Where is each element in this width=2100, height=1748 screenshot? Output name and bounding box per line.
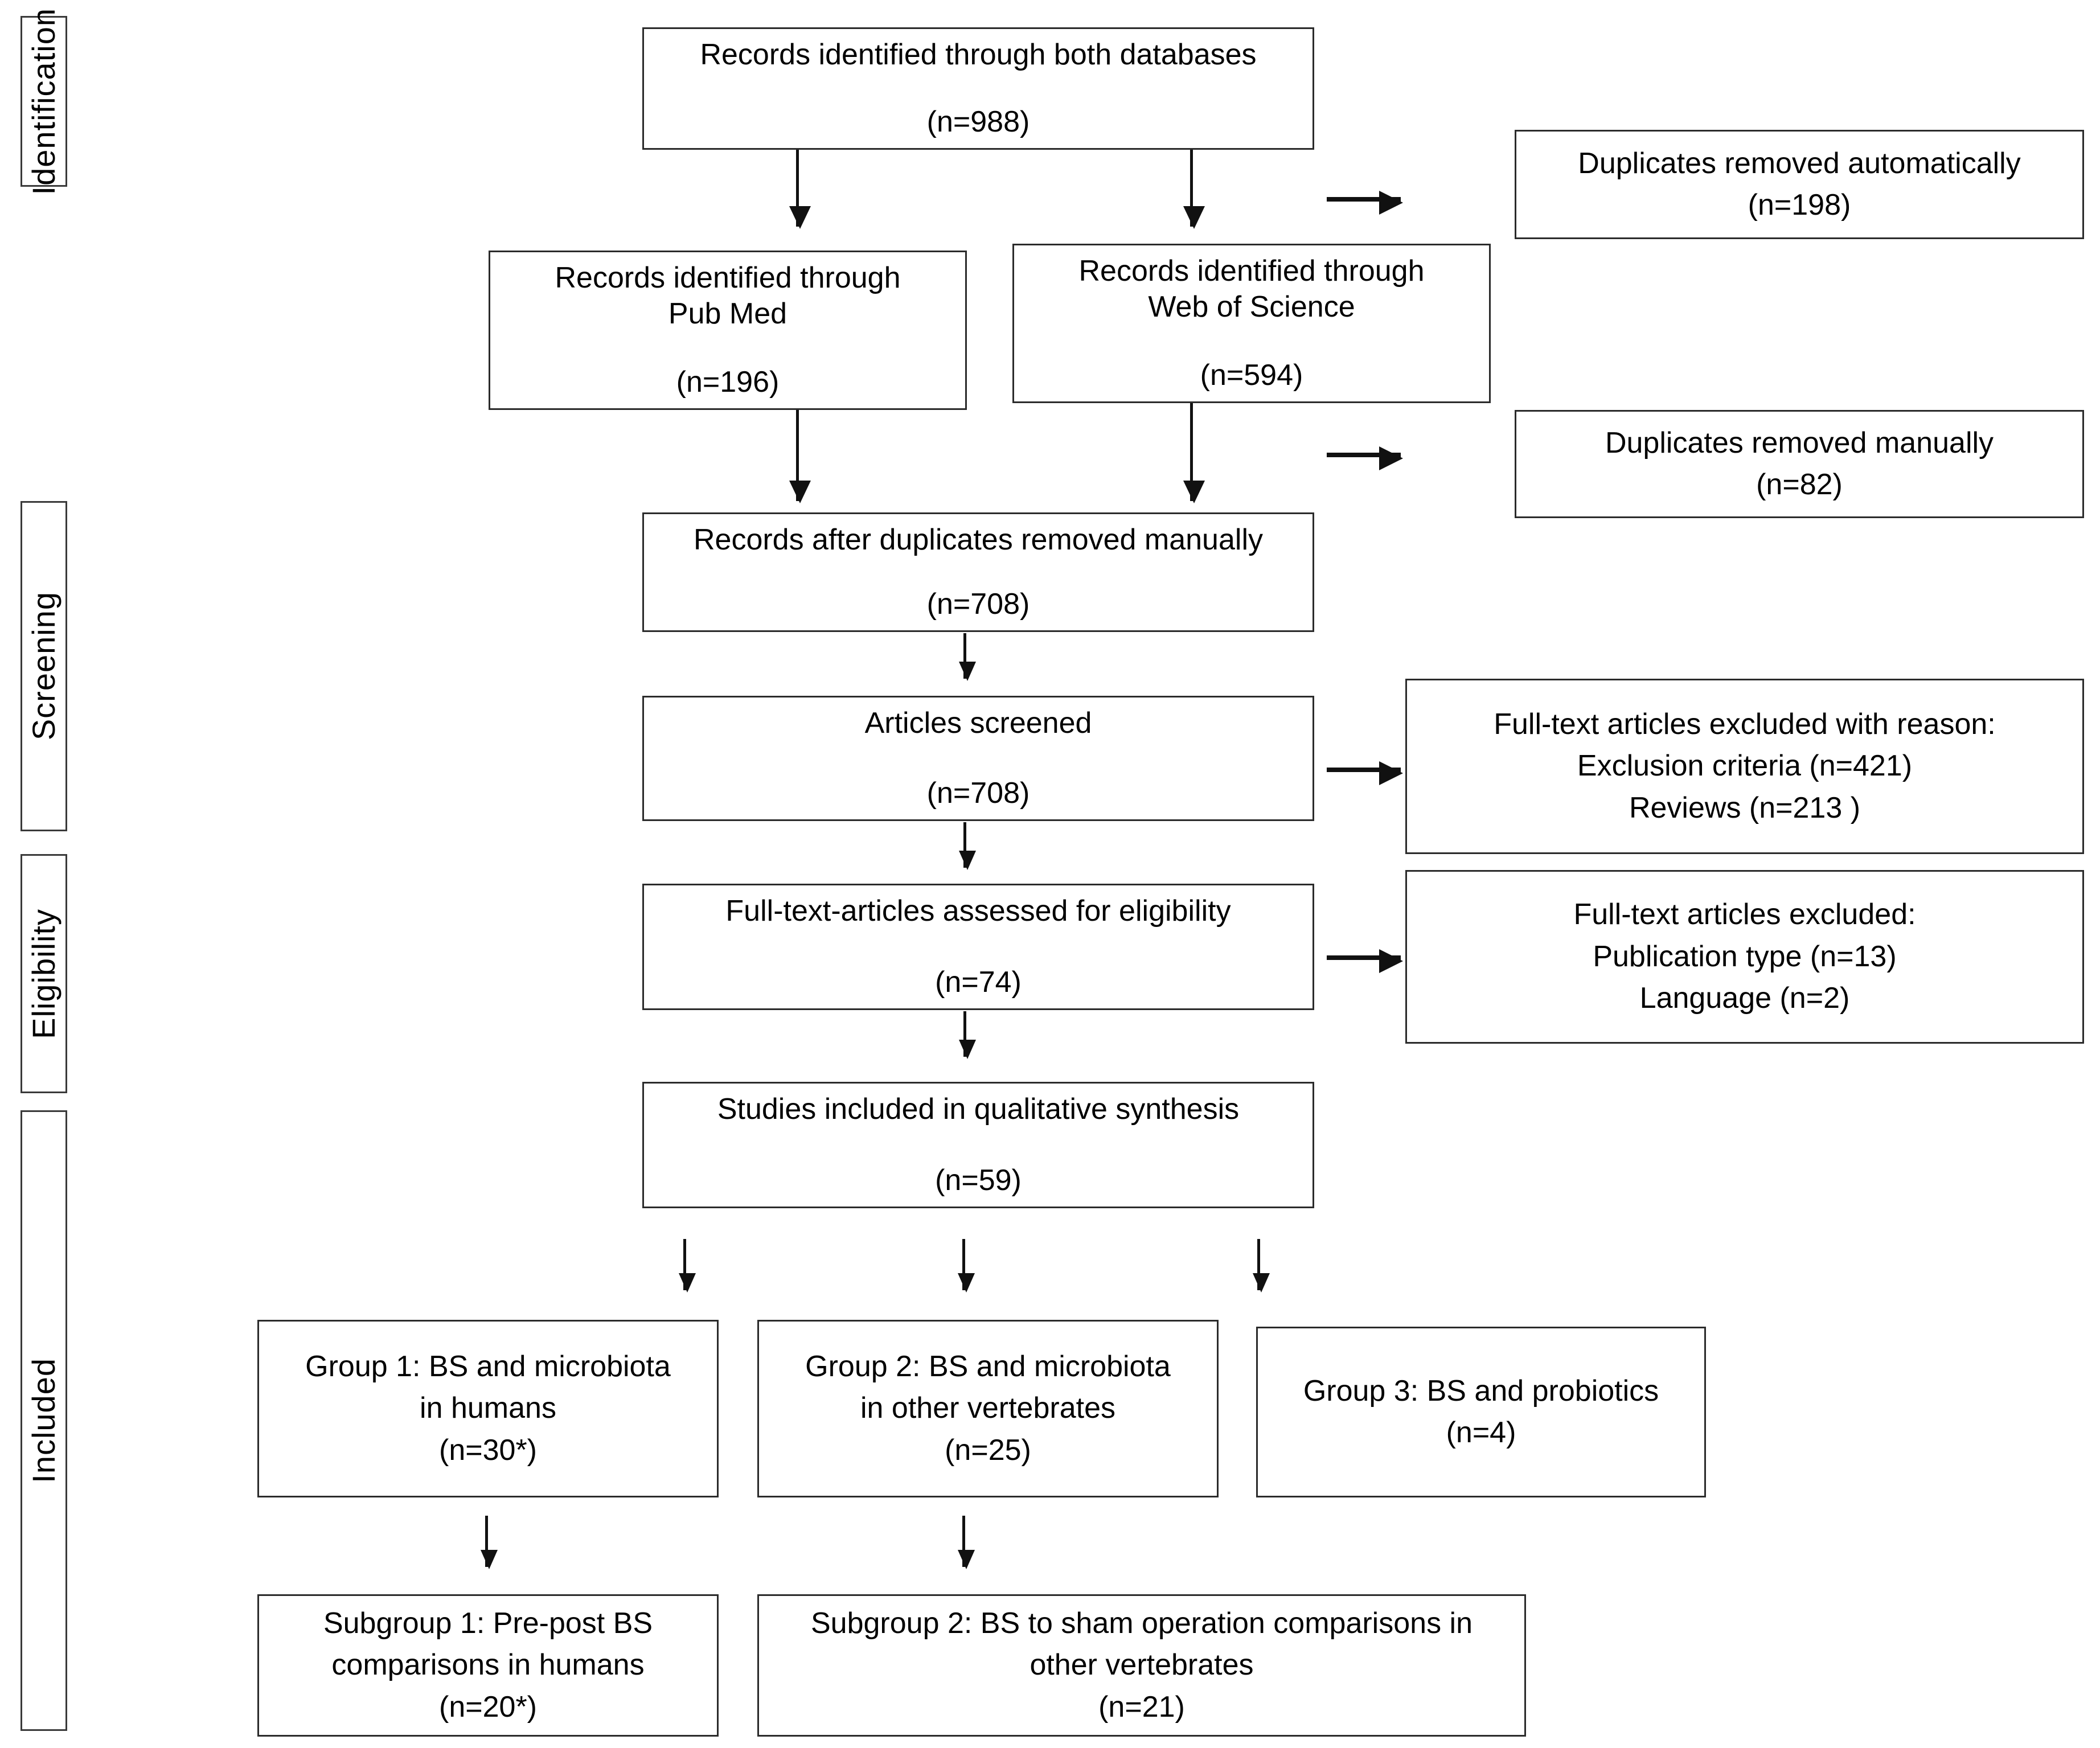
stage-box-screening: Screening	[20, 501, 67, 831]
box-duplicates-removed-automatically: Duplicates removed automatically (n=198)	[1515, 130, 2084, 239]
box-subgroup1-prepost-humans: Subgroup 1: Pre-post BS comparisons in h…	[257, 1594, 719, 1737]
box-duplicates-removed-manually-line1: Duplicates removed manually	[1605, 426, 1994, 459]
stage-label-screening: Screening	[26, 592, 61, 741]
arrow-to-duplicates-manual	[1327, 446, 1403, 470]
arrow-to-duplicates-automatic	[1327, 191, 1403, 215]
stage-label-identification: Identification	[26, 7, 61, 195]
arrow-after-duplicates-to-screened	[959, 633, 976, 681]
box-records-both-databases: Records identified through both database…	[642, 27, 1314, 150]
box-group1-bs-microbiota-humans: Group 1: BS and microbiota in humans (n=…	[257, 1320, 719, 1497]
arrow-screened-to-eligibility	[959, 822, 976, 870]
box-records-both-databases-line1: Records identified through both database…	[700, 38, 1257, 71]
stage-box-eligibility: Eligibility	[20, 854, 67, 1093]
box-articles-screened-count: (n=708)	[926, 776, 1030, 810]
arrow-wos-to-after-duplicates	[1183, 403, 1205, 503]
stage-box-identification: Identification	[20, 8, 67, 195]
box-articles-screened-line1: Articles screened	[864, 707, 1092, 740]
box-records-after-duplicates-removed-line1: Records after duplicates removed manuall…	[693, 523, 1264, 556]
arrow-group1-to-subgroup1	[481, 1516, 498, 1569]
box-group3-line1: Group 3: BS and probiotics	[1303, 1374, 1659, 1408]
box-fulltext-assessed-eligibility: Full-text-articles assessed for eligibil…	[642, 884, 1314, 1010]
box-fulltext-assessed-eligibility-line1: Full-text-articles assessed for eligibil…	[725, 894, 1231, 928]
box-subgroup2-count: (n=21)	[1098, 1690, 1185, 1724]
arrow-pubmed-to-after-duplicates	[789, 410, 811, 503]
box-records-pubmed-count: (n=196)	[676, 365, 780, 399]
box-records-web-of-science-line2: Web of Science	[1148, 290, 1355, 324]
box-group2-line1: Group 2: BS and microbiota	[805, 1349, 1171, 1383]
arrow-eligibility-to-qualitative	[959, 1011, 976, 1059]
box-group2-line2: in other vertebrates	[860, 1392, 1116, 1425]
box-fulltext-excluded-other-line1: Full-text articles excluded:	[1573, 898, 1916, 932]
box-fulltext-excluded-with-reason: Full-text articles excluded with reason:…	[1405, 679, 2084, 854]
box-subgroup1-count: (n=20*)	[439, 1690, 537, 1724]
box-duplicates-removed-automatically-count: (n=198)	[1748, 188, 1851, 221]
box-articles-screened: Articles screened (n=708)	[642, 696, 1314, 821]
box-group3-count: (n=4)	[1446, 1416, 1516, 1449]
box-records-after-duplicates-removed-count: (n=708)	[926, 587, 1030, 621]
box-duplicates-removed-automatically-line1: Duplicates removed automatically	[1578, 146, 2021, 180]
box-records-pubmed-line1: Records identified through	[555, 261, 901, 294]
box-fulltext-excluded-with-reason-line2: Exclusion criteria (n=421)	[1577, 749, 1913, 783]
box-subgroup1-line2: comparisons in humans	[331, 1648, 645, 1682]
box-records-web-of-science: Records identified through Web of Scienc…	[1012, 244, 1491, 403]
box-fulltext-excluded-with-reason-line3: Reviews (n=213 )	[1629, 791, 1861, 824]
box-subgroup2-sham-vertebrates: Subgroup 2: BS to sham operation compari…	[757, 1594, 1526, 1737]
box-group3-bs-probiotics: Group 3: BS and probiotics (n=4)	[1256, 1327, 1706, 1497]
box-group1-count: (n=30*)	[439, 1433, 537, 1467]
box-duplicates-removed-manually-count: (n=82)	[1756, 468, 1843, 501]
box-records-web-of-science-count: (n=594)	[1200, 358, 1303, 392]
box-records-pubmed-line2: Pub Med	[668, 297, 788, 331]
arrow-qualitative-to-group2	[958, 1239, 975, 1292]
arrow-qualitative-to-group1	[679, 1239, 696, 1292]
arrow-screened-to-excluded-reason	[1327, 761, 1403, 785]
arrow-eligibility-to-excluded-other	[1327, 949, 1403, 973]
box-records-pubmed: Records identified through Pub Med (n=19…	[489, 251, 967, 410]
stage-box-included: Included	[20, 1110, 67, 1731]
box-subgroup1-line1: Subgroup 1: Pre-post BS	[323, 1606, 653, 1640]
box-subgroup2-line2: other vertebrates	[1030, 1648, 1254, 1682]
arrow-qualitative-to-group3	[1253, 1239, 1270, 1292]
box-fulltext-excluded-other: Full-text articles excluded: Publication…	[1405, 870, 2084, 1044]
box-group2-bs-microbiota-vertebrates: Group 2: BS and microbiota in other vert…	[757, 1320, 1219, 1497]
box-studies-qualitative-synthesis-line1: Studies included in qualitative synthesi…	[717, 1093, 1240, 1126]
box-duplicates-removed-manually: Duplicates removed manually (n=82)	[1515, 410, 2084, 518]
box-fulltext-excluded-other-line2: Publication type (n=13)	[1593, 939, 1897, 973]
box-studies-qualitative-synthesis: Studies included in qualitative synthesi…	[642, 1082, 1314, 1208]
box-fulltext-assessed-eligibility-count: (n=74)	[935, 965, 1022, 999]
arrow-records-to-wos	[1183, 150, 1205, 229]
arrow-group2-to-subgroup2	[958, 1516, 975, 1569]
box-group2-count: (n=25)	[945, 1433, 1031, 1467]
stage-label-eligibility: Eligibility	[26, 908, 61, 1039]
box-records-after-duplicates-removed: Records after duplicates removed manuall…	[642, 512, 1314, 632]
stage-label-included: Included	[26, 1358, 61, 1483]
box-fulltext-excluded-with-reason-line1: Full-text articles excluded with reason:	[1494, 707, 1996, 741]
box-fulltext-excluded-other-line3: Language (n=2)	[1639, 982, 1850, 1015]
box-subgroup2-line1: Subgroup 2: BS to sham operation compari…	[810, 1606, 1473, 1640]
box-records-both-databases-count: (n=988)	[926, 105, 1030, 138]
box-records-web-of-science-line1: Records identified through	[1078, 255, 1425, 288]
box-group1-line2: in humans	[420, 1392, 556, 1425]
box-studies-qualitative-synthesis-count: (n=59)	[935, 1163, 1022, 1197]
box-group1-line1: Group 1: BS and microbiota	[305, 1349, 671, 1383]
arrow-records-to-pubmed	[789, 150, 811, 229]
